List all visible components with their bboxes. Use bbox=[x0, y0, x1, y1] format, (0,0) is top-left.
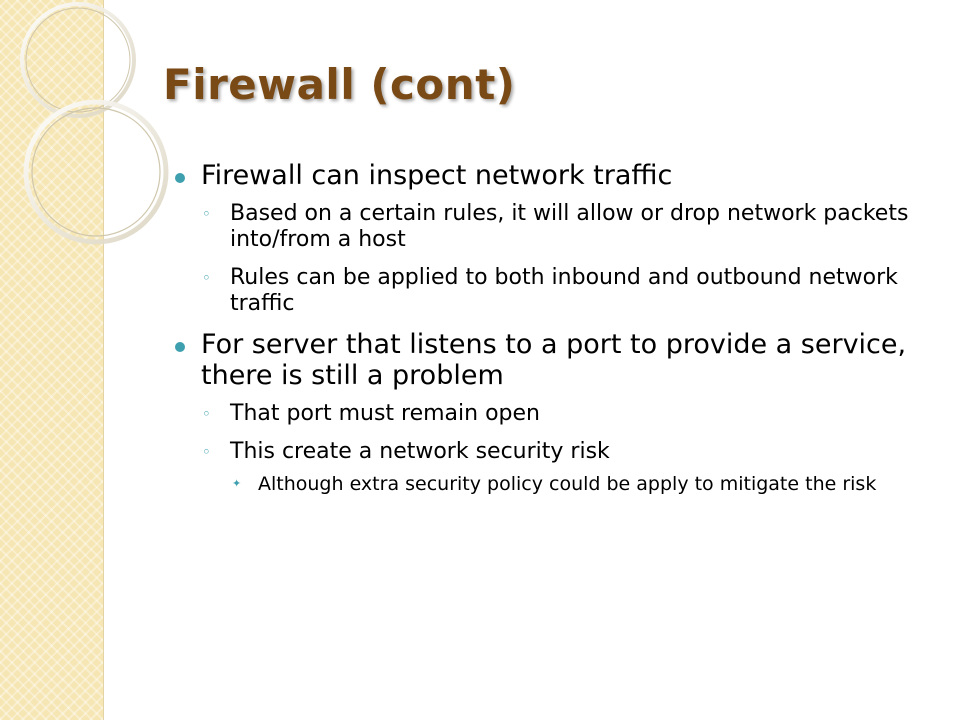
bullet-dot-icon bbox=[175, 173, 185, 183]
sub-bullet-item: ◦ That port must remain open bbox=[201, 401, 945, 427]
sub-bullet-list: ◦ That port must remain open ◦ This crea… bbox=[201, 401, 945, 496]
sub-bullet-item: ◦ Based on a certain rules, it will allo… bbox=[201, 201, 945, 253]
sub-bullet-text: This create a network security risk bbox=[230, 439, 610, 464]
star-bullet-icon: ✦ bbox=[232, 477, 242, 490]
bullet-dot-icon bbox=[175, 342, 185, 352]
sub-sub-bullet-item: ✦ Although extra security policy could b… bbox=[230, 473, 945, 496]
sub-bullet-list: ◦ Based on a certain rules, it will allo… bbox=[201, 201, 945, 317]
slide-title: Firewall (cont) bbox=[163, 60, 516, 109]
sub-bullet-text: Rules can be applied to both inbound and… bbox=[230, 265, 898, 316]
side-decor-band bbox=[0, 0, 104, 720]
ring-bullet-icon: ◦ bbox=[202, 205, 211, 223]
bullet-text: Firewall can inspect network traffic bbox=[201, 160, 673, 191]
ring-bullet-icon: ◦ bbox=[202, 405, 211, 423]
sub-sub-bullet-text: Although extra security policy could be … bbox=[258, 473, 877, 495]
sub-sub-bullet-list: ✦ Although extra security policy could b… bbox=[230, 473, 945, 496]
slide-content: Firewall can inspect network traffic ◦ B… bbox=[175, 160, 945, 508]
ring-bullet-icon: ◦ bbox=[202, 269, 211, 287]
sub-bullet-item: ◦ This create a network security risk ✦ … bbox=[201, 439, 945, 496]
sub-bullet-text: Based on a certain rules, it will allow … bbox=[230, 201, 909, 252]
bullet-text: For server that listens to a port to pro… bbox=[201, 329, 907, 391]
ring-bullet-icon: ◦ bbox=[202, 443, 211, 461]
bullet-list: Firewall can inspect network traffic ◦ B… bbox=[175, 160, 945, 496]
sub-bullet-text: That port must remain open bbox=[230, 401, 540, 426]
sub-bullet-item: ◦ Rules can be applied to both inbound a… bbox=[201, 265, 945, 317]
bullet-item: For server that listens to a port to pro… bbox=[175, 329, 945, 496]
bullet-item: Firewall can inspect network traffic ◦ B… bbox=[175, 160, 945, 317]
